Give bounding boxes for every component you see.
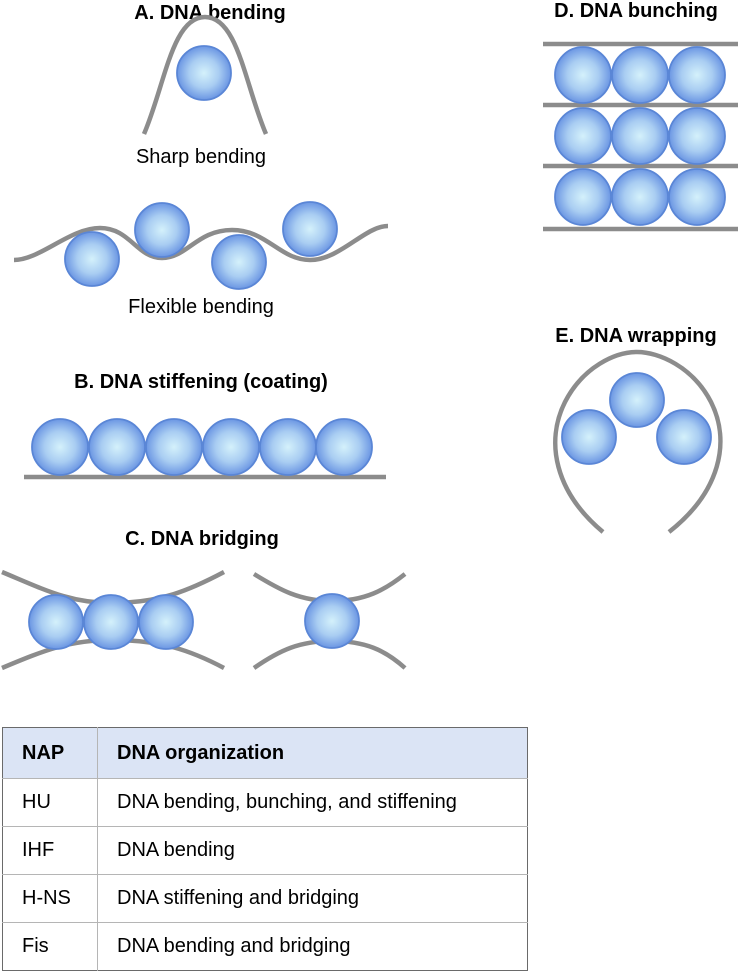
- panel-e-dna-wrapping: E. DNA wrapping: [553, 325, 723, 534]
- bridging-protein: [28, 594, 84, 650]
- cell-organization: DNA bending: [97, 826, 528, 875]
- panel-e-title: E. DNA wrapping: [555, 325, 716, 347]
- table-header-row: NAP DNA organization: [2, 727, 528, 779]
- header-dna-organization: DNA organization: [97, 727, 528, 779]
- cell-nap: IHF: [2, 826, 98, 875]
- panel-a-dna-bending: A. DNA bending Sharp bending Flexible be…: [13, 2, 389, 318]
- bridging-protein: [138, 594, 194, 650]
- sharp-bend-protein: [176, 45, 232, 101]
- panel-d-title: D. DNA bunching: [554, 0, 718, 22]
- panel-a-title: A. DNA bending: [134, 2, 285, 24]
- nap-dna-organization-diagram: A. DNA bending Sharp bending Flexible be…: [1, 0, 738, 671]
- wrapping-protein: [656, 409, 712, 465]
- coating-protein: [88, 418, 146, 476]
- header-nap: NAP: [2, 727, 98, 779]
- bunching-protein: [611, 107, 669, 165]
- panel-d-dna-bunching: D. DNA bunching: [543, 0, 738, 232]
- table-row: HU DNA bending, bunching, and stiffening: [2, 778, 528, 827]
- coating-protein: [202, 418, 260, 476]
- sharp-bend-caption: Sharp bending: [136, 146, 266, 168]
- cell-organization: DNA stiffening and bridging: [97, 874, 528, 923]
- cell-organization: DNA bending and bridging: [97, 922, 528, 971]
- wrapping-protein: [561, 409, 617, 465]
- flexible-bend-strand: [13, 223, 389, 263]
- bridging-protein: [83, 594, 139, 650]
- cell-nap: HU: [2, 778, 98, 827]
- coating-protein: [31, 418, 89, 476]
- coating-protein: [145, 418, 203, 476]
- sharp-bend-strand: [141, 14, 269, 135]
- table-row: IHF DNA bending: [2, 826, 528, 875]
- coating-protein: [259, 418, 317, 476]
- panel-b-dna-stiffening: B. DNA stiffening (coating): [24, 371, 386, 480]
- cell-nap: Fis: [2, 922, 98, 971]
- bunching-protein: [611, 168, 669, 226]
- nap-organization-table: NAP DNA organization HU DNA bending, bun…: [2, 727, 528, 971]
- coating-protein: [315, 418, 373, 476]
- wrapping-protein: [609, 372, 665, 428]
- bridging-protein: [304, 593, 360, 649]
- bunching-protein: [668, 168, 726, 226]
- cell-organization: DNA bending, bunching, and stiffening: [97, 778, 528, 827]
- flexible-bend-protein: [211, 234, 267, 290]
- bunching-protein: [668, 46, 726, 104]
- flexible-bend-caption: Flexible bending: [128, 296, 274, 318]
- panel-b-title: B. DNA stiffening (coating): [74, 371, 328, 393]
- table-row: Fis DNA bending and bridging: [2, 922, 528, 971]
- bunching-protein: [554, 168, 612, 226]
- flexible-bend-protein: [282, 201, 338, 257]
- flexible-bend-protein: [134, 202, 190, 258]
- bunching-protein: [554, 107, 612, 165]
- bunching-protein: [611, 46, 669, 104]
- cell-nap: H-NS: [2, 874, 98, 923]
- flexible-bend-protein: [64, 231, 120, 287]
- bunching-protein: [668, 107, 726, 165]
- wrapped-strand: [553, 349, 723, 534]
- panel-c-title: C. DNA bridging: [125, 528, 279, 550]
- table-row: H-NS DNA stiffening and bridging: [2, 874, 528, 923]
- bunching-protein: [554, 46, 612, 104]
- panel-c-dna-bridging: C. DNA bridging: [1, 528, 407, 671]
